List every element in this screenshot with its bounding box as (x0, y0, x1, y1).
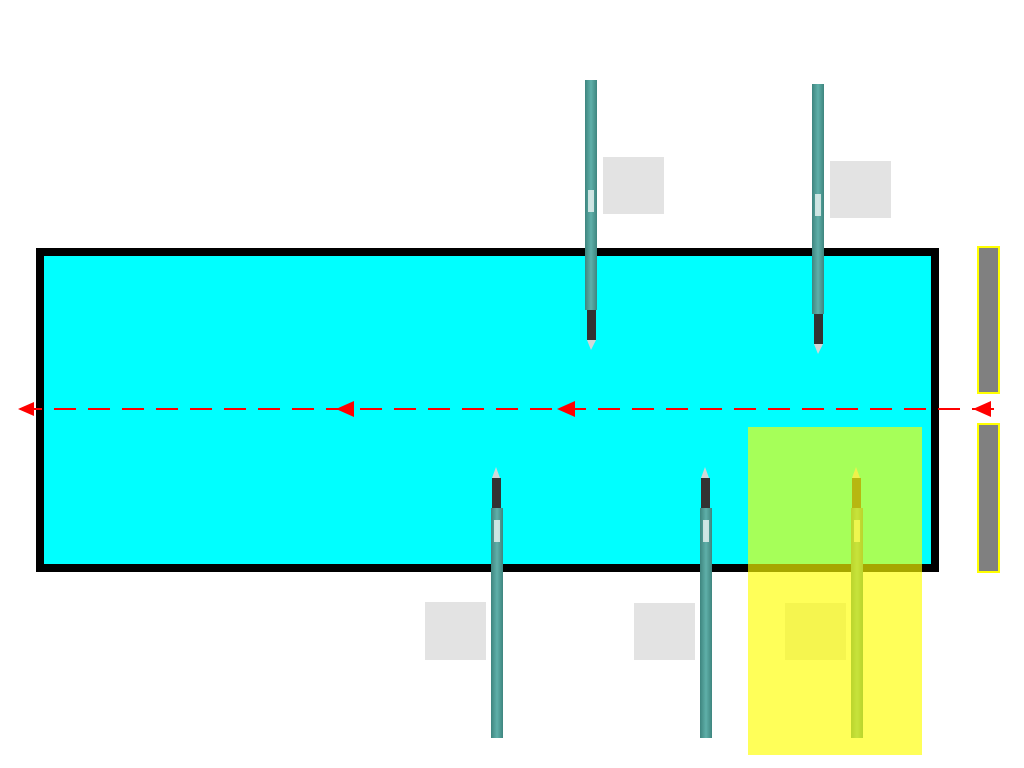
flow-arrow-left-edge (18, 402, 34, 416)
probe-bottom-1 (491, 467, 503, 738)
flow-arrow-1 (336, 401, 354, 417)
label-box-bottom-2 (634, 603, 695, 660)
flow-arrow-right-edge (973, 401, 991, 417)
label-box-bottom-1 (425, 602, 486, 660)
label-box-top-1 (603, 157, 664, 214)
label-box-top-2 (830, 161, 891, 218)
selection-highlight (748, 427, 922, 755)
probe-top-1 (585, 80, 597, 350)
side-panel-upper (977, 246, 1000, 394)
side-panel-lower (977, 423, 1000, 573)
probe-top-2 (812, 84, 824, 354)
flow-arrow-2 (557, 401, 575, 417)
probe-bottom-2 (700, 467, 712, 738)
